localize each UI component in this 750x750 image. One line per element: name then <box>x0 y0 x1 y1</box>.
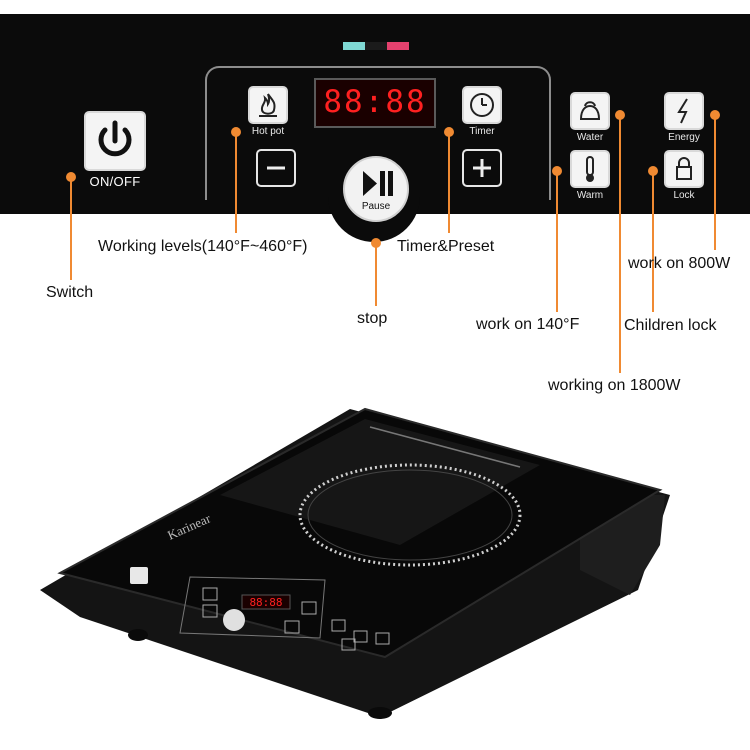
children-lock-dot <box>648 166 658 176</box>
mini-led <box>241 594 291 610</box>
led-display: 88:88 <box>314 78 436 128</box>
energy-label: Energy <box>668 132 700 143</box>
water-label: Water <box>576 132 604 143</box>
increase-button[interactable] <box>462 149 502 187</box>
working-levels-callout: Working levels(140°F~460°F) <box>98 238 308 255</box>
lock-label: Lock <box>673 190 695 201</box>
play-pause-icon <box>363 171 393 196</box>
mini-button-6 <box>353 630 368 643</box>
power-icon <box>98 120 132 157</box>
mini-control-frame <box>179 576 326 639</box>
plus-icon <box>473 159 491 177</box>
power-label: ON/OFF <box>89 174 141 189</box>
working-1800-dot <box>615 110 625 120</box>
indicator-cyan <box>343 42 365 50</box>
working-levels-line <box>235 135 237 233</box>
work-140-line <box>556 174 558 312</box>
lightning-icon <box>677 98 688 124</box>
flame-icon <box>259 93 277 117</box>
timer-label: Timer <box>469 126 495 137</box>
working-levels-dot <box>231 127 241 137</box>
work-140-callout: work on 140°F <box>476 316 580 333</box>
mini-button-7 <box>341 638 356 651</box>
water-button[interactable] <box>570 92 610 130</box>
timer-preset-callout: Timer&Preset <box>397 238 495 255</box>
mini-pause <box>223 609 245 631</box>
cooktop-illustration: 88:88 Karinear <box>40 407 670 719</box>
minus-icon <box>267 166 285 170</box>
mini-button-5 <box>331 619 346 632</box>
heating-ring-inner <box>307 469 513 561</box>
hot-pot-label: Hot pot <box>251 126 285 137</box>
children-lock-line <box>652 174 654 312</box>
decrease-button[interactable] <box>256 149 296 187</box>
clock-icon <box>470 93 494 117</box>
led-digits: 88:88 <box>323 84 427 120</box>
warm-label: Warm <box>576 190 604 201</box>
energy-button[interactable] <box>664 92 704 130</box>
controls-frame <box>205 66 551 200</box>
stop-line <box>375 246 377 306</box>
children-lock-callout: Children lock <box>624 317 717 334</box>
kettle-icon <box>579 101 601 120</box>
foot-left <box>128 629 148 641</box>
timer-preset-line <box>448 135 450 233</box>
lock-icon <box>676 157 692 180</box>
working-1800-callout: working on 1800W <box>548 377 681 394</box>
top-strip <box>369 426 521 468</box>
thermometer-icon <box>586 156 594 182</box>
power-button[interactable] <box>84 111 146 171</box>
mini-power-button <box>130 567 148 584</box>
indicator-strip <box>343 42 409 50</box>
mini-led-digits: 88:88 <box>249 596 282 609</box>
heating-ring <box>298 463 522 567</box>
timer-preset-dot <box>444 127 454 137</box>
timer-button[interactable] <box>462 86 502 124</box>
working-1800-line <box>619 118 621 373</box>
hot-pot-button[interactable] <box>248 86 288 124</box>
indicator-white <box>365 42 387 50</box>
mini-button-8 <box>375 632 390 645</box>
work-800-dot <box>710 110 720 120</box>
mini-button-3 <box>284 620 300 634</box>
work-140-dot <box>552 166 562 176</box>
stop-dot <box>371 238 381 248</box>
work-800-callout: work on 800W <box>628 255 731 272</box>
pause-button[interactable]: Pause <box>343 156 409 222</box>
foot-right <box>368 707 392 719</box>
switch-line <box>70 180 72 280</box>
mini-button-4 <box>301 601 317 615</box>
switch-callout: Switch <box>46 284 94 301</box>
mini-button-2 <box>202 604 218 618</box>
stop-callout: stop <box>357 310 388 327</box>
mini-button-1 <box>202 587 218 601</box>
pause-label: Pause <box>361 201 391 212</box>
warm-button[interactable] <box>570 150 610 188</box>
indicator-red <box>387 42 409 50</box>
switch-dot <box>66 172 76 182</box>
work-800-line <box>714 118 716 250</box>
lock-button[interactable] <box>664 150 704 188</box>
